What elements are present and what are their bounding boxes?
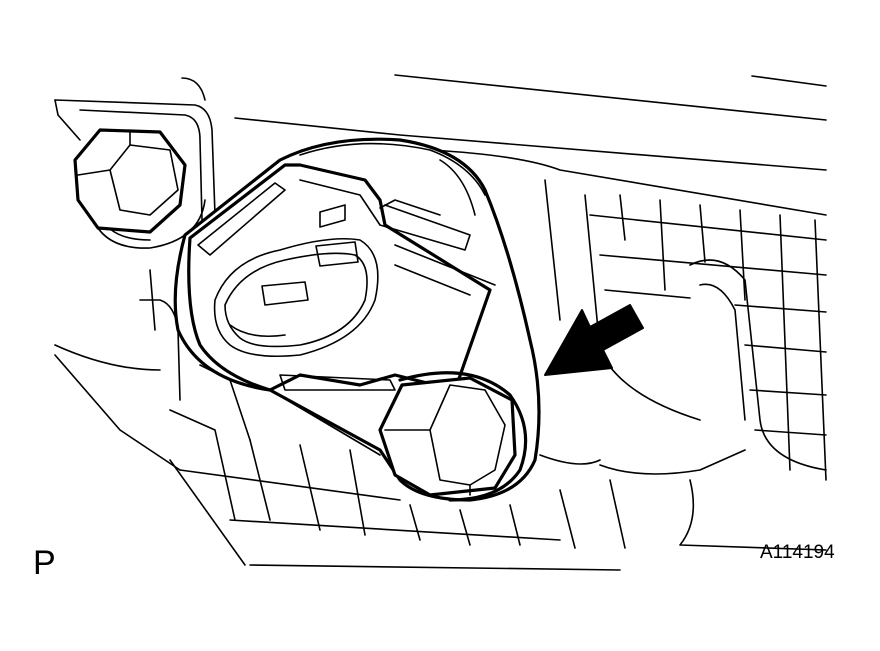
- casting-grid: [54, 194, 827, 571]
- arrow-icon: [544, 304, 644, 376]
- figure-id-label: A114194: [760, 542, 835, 563]
- upper-left-bolt: [73, 128, 206, 249]
- pointer-arrow: [544, 304, 644, 376]
- sensor-mounting-bolt: [378, 371, 528, 502]
- view-letter-label: P: [33, 544, 56, 582]
